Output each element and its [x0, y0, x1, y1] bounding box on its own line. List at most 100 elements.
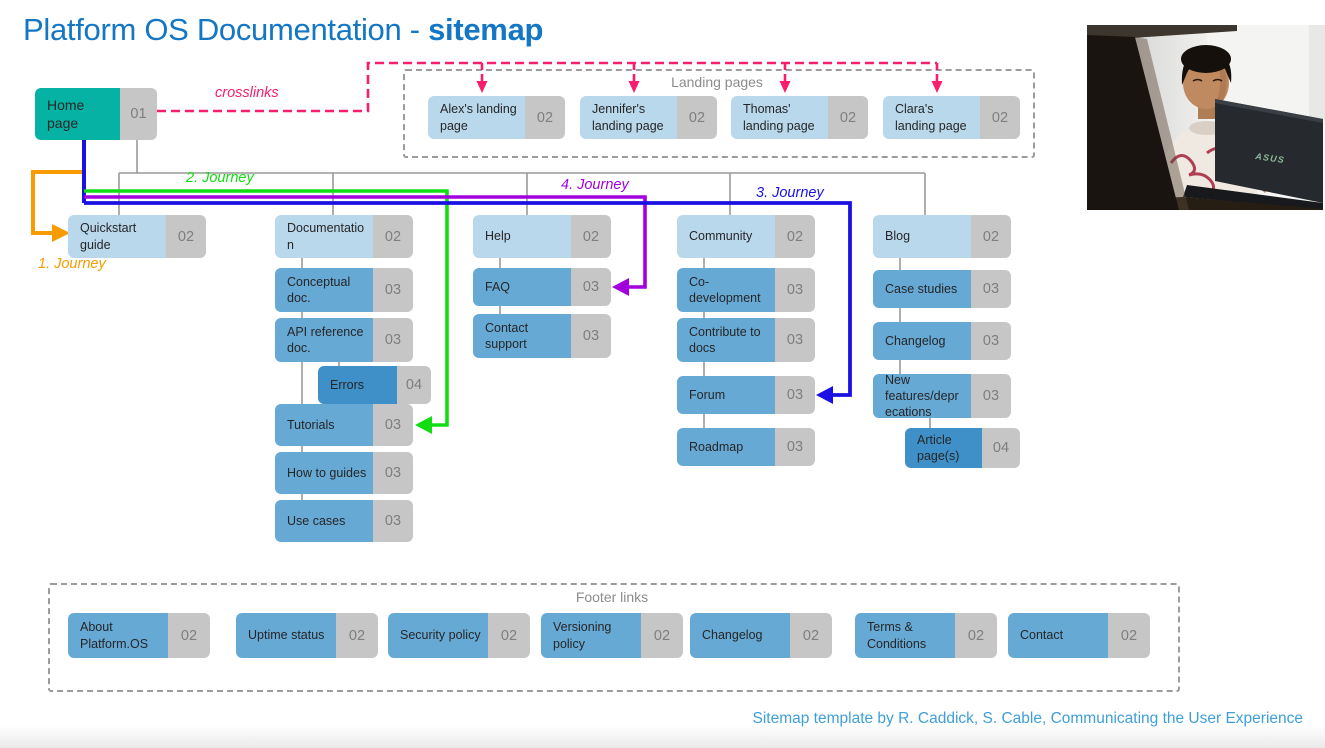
node-label: Community	[677, 215, 775, 258]
node-level-number: 01	[120, 88, 157, 140]
node-level-number: 02	[488, 613, 530, 658]
node-label: Use cases	[275, 500, 373, 542]
footer-links-group	[48, 583, 1180, 692]
bottom-shadow	[0, 726, 1325, 748]
node-label: Article page(s)	[905, 428, 982, 468]
node-label: Uptime status	[236, 613, 336, 658]
node-level-number: 03	[571, 268, 611, 306]
laptop-screen	[1215, 99, 1323, 203]
node-label: Contact	[1008, 613, 1108, 658]
node-label: Roadmap	[677, 428, 775, 466]
node-level-number: 02	[971, 215, 1011, 258]
node-label: Tutorials	[275, 404, 373, 446]
crosslinks-line	[157, 61, 937, 113]
node-level-number: 02	[775, 215, 815, 258]
node-level-number: 02	[641, 613, 683, 658]
node-level-number: 02	[166, 215, 206, 258]
node-level-number: 02	[571, 215, 611, 258]
node-level-number: 02	[525, 96, 565, 139]
journey-3-line	[84, 201, 852, 397]
journey-3-label: 3. Journey	[756, 185, 824, 201]
node-level-number: 02	[336, 613, 378, 658]
node-level-number: 03	[373, 318, 413, 362]
node-label: Home page	[35, 88, 120, 140]
landing-pages-group-label: Landing pages	[671, 74, 763, 90]
journey-4-arrowhead	[612, 278, 629, 296]
foreground-blur-edge	[1135, 37, 1189, 210]
journey-1-label: 1. Journey	[38, 256, 106, 272]
node-level-number: 02	[168, 613, 210, 658]
laptop-base	[1183, 185, 1323, 210]
foreground-blur-shape	[1087, 35, 1179, 210]
node-label: Case studies	[873, 270, 971, 308]
journey-2-label: 2. Journey	[186, 170, 254, 186]
crosslinks-label: crosslinks	[215, 85, 279, 101]
node-label: Security policy	[388, 613, 488, 658]
node-label: Versioning policy	[541, 613, 641, 658]
journey-2-line	[84, 189, 449, 427]
node-label: Contact support	[473, 314, 571, 358]
node-level-number: 02	[1108, 613, 1150, 658]
node-level-number: 03	[775, 268, 815, 312]
journey-4-line	[84, 195, 647, 289]
node-label: Alex's landing page	[428, 96, 525, 139]
node-label: Blog	[873, 215, 971, 258]
node-level-number: 03	[373, 500, 413, 542]
node-label: New features/deprecations	[873, 374, 971, 418]
crosslink-arrowhead	[476, 81, 488, 93]
journey-4-label: 4. Journey	[561, 177, 629, 193]
crosslink-arrowhead	[931, 81, 943, 93]
crosslink-arrowhead	[779, 81, 791, 93]
node-level-number: 03	[775, 376, 815, 414]
node-level-number: 04	[982, 428, 1020, 468]
node-level-number: 03	[571, 314, 611, 358]
laptop-screen-edge	[1215, 99, 1323, 123]
node-label: Quickstart guide	[68, 215, 166, 258]
node-api-reference-doc: API reference doc.03	[275, 318, 413, 362]
node-level-number: 02	[373, 215, 413, 258]
node-label: Thomas' landing page	[731, 96, 828, 139]
face-shadow	[1213, 61, 1227, 111]
node-level-number: 04	[397, 366, 431, 404]
node-label: Errors	[318, 366, 397, 404]
node-level-number: 03	[775, 318, 815, 362]
node-label: Jennifer's landing page	[580, 96, 677, 139]
photo-man-laptop: ASUS	[1087, 25, 1325, 210]
node-level-number: 02	[980, 96, 1020, 139]
eyes	[1192, 78, 1223, 82]
node-label: How to guides	[275, 452, 373, 494]
asus-logo-text: ASUS	[1254, 151, 1286, 165]
node-level-number: 03	[971, 270, 1011, 308]
node-level-number: 02	[955, 613, 997, 658]
window-pillar	[1309, 25, 1325, 120]
node-article-page-s: Article page(s)04	[905, 428, 1020, 468]
node-label: FAQ	[473, 268, 571, 306]
node-conceptual-doc: Conceptual doc.03	[275, 268, 413, 312]
crosslink-arrowhead	[628, 81, 640, 93]
journey-3-arrowhead	[816, 386, 833, 404]
landing-pages-group	[403, 69, 1035, 158]
node-level-number: 03	[775, 428, 815, 466]
